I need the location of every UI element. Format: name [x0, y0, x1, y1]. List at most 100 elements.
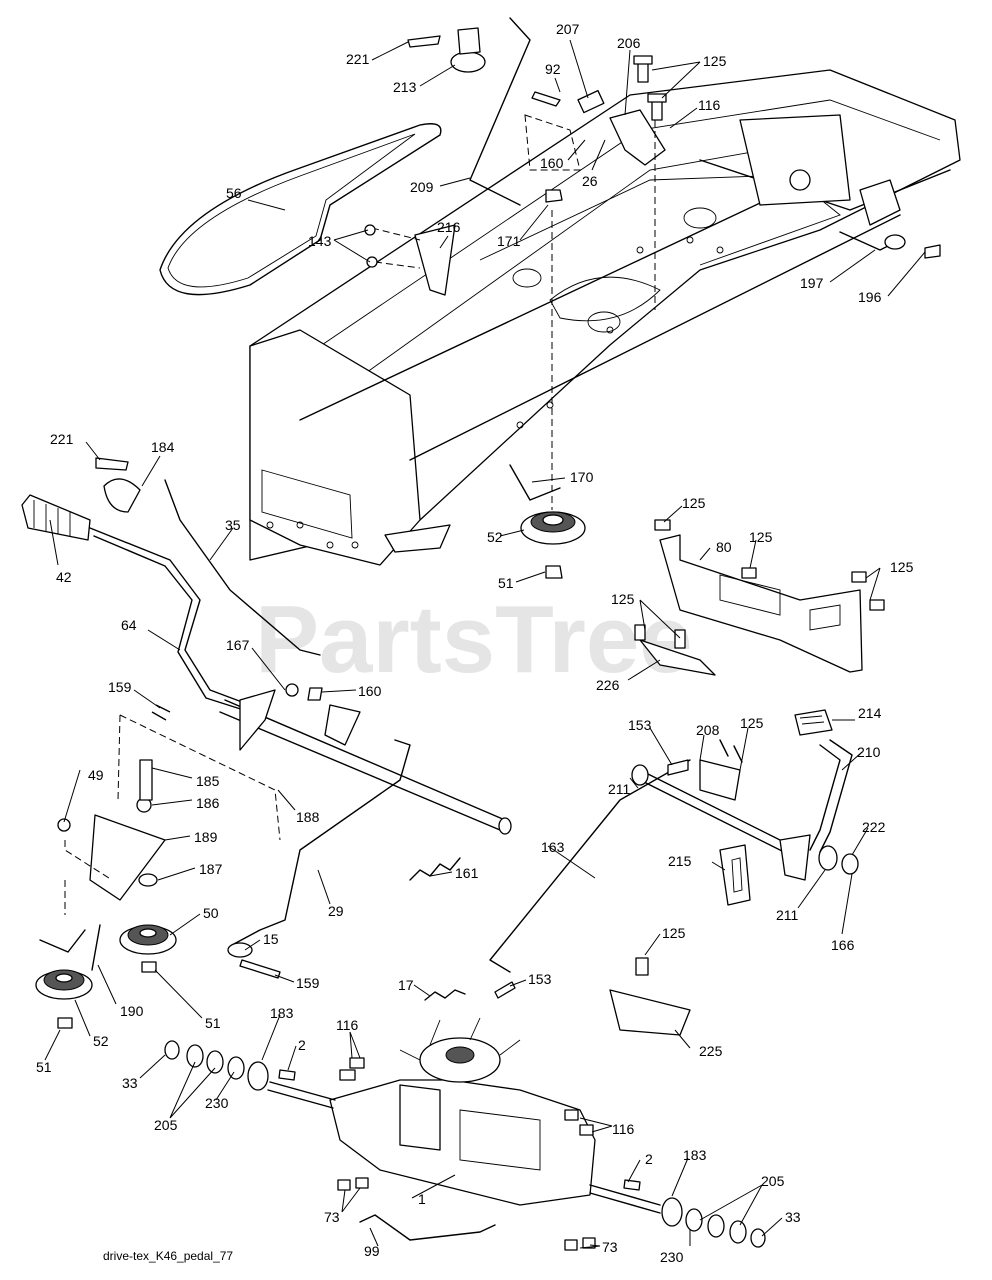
rod-29 [231, 739, 411, 946]
idler-pulley-center [509, 464, 586, 579]
callout-64: 64 [121, 617, 137, 633]
spring-17 [424, 989, 466, 1001]
callout-125-d: 125 [611, 591, 635, 607]
shift-lever-64 [21, 494, 251, 713]
callout-159: 159 [108, 679, 132, 695]
callout-153: 153 [628, 717, 652, 733]
callout-208: 208 [696, 722, 720, 738]
bracket-226 [634, 624, 716, 676]
callout-1: 1 [418, 1191, 426, 1207]
chassis-frame [249, 69, 961, 566]
callout-206: 206 [617, 35, 641, 51]
plate-189 [57, 759, 166, 901]
callout-51-b: 51 [205, 1015, 221, 1031]
part-221-clip-b [95, 457, 129, 471]
callout-184: 184 [151, 439, 175, 455]
callout-50: 50 [203, 905, 219, 921]
bracket-225 [609, 957, 691, 1036]
rod-163 [489, 759, 691, 973]
bracket-208-211 [631, 739, 743, 801]
callout-221-b: 221 [50, 431, 74, 447]
callout-33: 33 [122, 1075, 138, 1091]
rod-209 [469, 17, 531, 206]
callout-211-b: 211 [776, 907, 799, 923]
part-207-bracket [524, 89, 605, 171]
callout-160-b: 160 [358, 683, 382, 699]
callout-163: 163 [541, 839, 565, 855]
callout-73-b: 73 [602, 1239, 618, 1255]
callout-125-c: 125 [749, 529, 773, 545]
callout-210: 210 [857, 744, 881, 760]
callout-211: 211 [608, 781, 631, 797]
callout-161: 161 [455, 865, 479, 881]
part-125-bolts-top [633, 55, 667, 121]
callout-197: 197 [800, 275, 824, 291]
callout-207: 207 [556, 21, 580, 37]
pedal-lever-210 [639, 709, 859, 881]
axle-hardware-right [623, 1179, 766, 1248]
callout-159-b: 159 [296, 975, 320, 991]
part-221-clip [407, 35, 441, 48]
callout-49: 49 [88, 767, 104, 783]
bracket-80 [654, 519, 885, 673]
pulley-52-left [35, 924, 101, 1029]
callout-183: 183 [270, 1005, 294, 1021]
callout-185: 185 [196, 773, 220, 789]
part-92-pin [531, 91, 561, 107]
part-153-clip [494, 981, 516, 999]
callout-52: 52 [487, 529, 503, 545]
part-184-boot [103, 478, 141, 513]
callout-116-c: 116 [612, 1121, 635, 1137]
callout-99: 99 [364, 1243, 380, 1259]
rod-99 [359, 1214, 496, 1241]
callout-35: 35 [225, 517, 241, 533]
callout-230-b: 230 [660, 1249, 684, 1265]
diagram-caption: drive-tex_K46_pedal_77 [103, 1249, 233, 1263]
callout-226: 226 [596, 677, 620, 693]
rod-35 [164, 479, 321, 656]
callout-189: 189 [194, 829, 218, 845]
callout-230: 230 [205, 1095, 229, 1111]
part-216-bracket [364, 224, 456, 296]
pulley-50 [119, 924, 177, 973]
callout-216: 216 [437, 219, 461, 235]
callout-225: 225 [699, 1043, 723, 1059]
callout-153-b: 153 [528, 971, 552, 987]
axle-hardware-left [164, 1040, 296, 1091]
callout-166: 166 [831, 937, 855, 953]
callout-125-b: 125 [682, 495, 706, 511]
callout-196: 196 [858, 289, 882, 305]
callout-42: 42 [56, 569, 72, 585]
callout-205: 205 [154, 1117, 178, 1133]
callout-80: 80 [716, 539, 732, 555]
callout-labels: 221 213 207 206 125 92 116 160 26 209 56… [36, 21, 914, 1265]
transaxle-1 [267, 1017, 661, 1251]
callout-73: 73 [324, 1209, 340, 1225]
callout-125-g: 125 [662, 925, 686, 941]
callout-2-b: 2 [645, 1151, 653, 1167]
callout-167: 167 [226, 637, 250, 653]
callout-51-c: 51 [36, 1059, 52, 1075]
callout-170: 170 [570, 469, 594, 485]
callout-17: 17 [398, 977, 414, 993]
callout-213: 213 [393, 79, 417, 95]
callout-92: 92 [545, 61, 561, 77]
callout-187: 187 [199, 861, 223, 877]
part-171-nut [545, 189, 563, 203]
callout-51: 51 [498, 575, 514, 591]
callout-188: 188 [296, 809, 320, 825]
pad-215 [719, 844, 751, 906]
callout-56: 56 [226, 185, 242, 201]
callout-52-b: 52 [93, 1033, 109, 1049]
callout-125-f: 125 [740, 715, 764, 731]
callout-125: 125 [703, 53, 727, 69]
callout-33-b: 33 [785, 1209, 801, 1225]
callout-186: 186 [196, 795, 220, 811]
callout-26: 26 [582, 173, 598, 189]
callout-221: 221 [346, 51, 370, 67]
callout-183-b: 183 [683, 1147, 707, 1163]
callout-15: 15 [263, 931, 279, 947]
callout-116-b: 116 [336, 1017, 359, 1033]
callout-209: 209 [410, 179, 434, 195]
